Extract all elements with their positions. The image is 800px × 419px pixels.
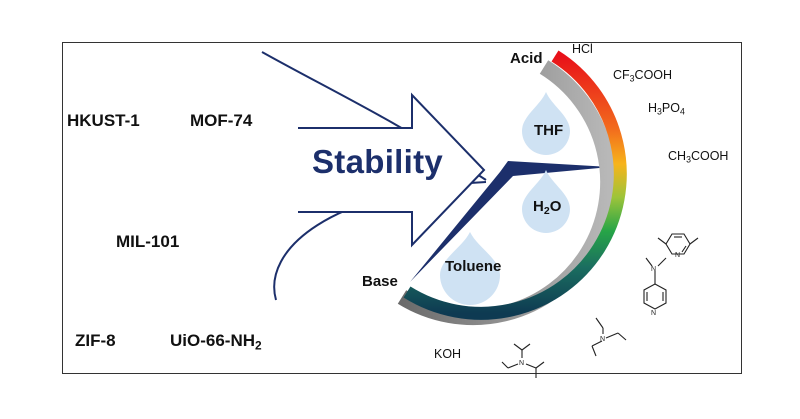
- mof-74: MOF-74: [190, 111, 253, 130]
- thf-droplet: [522, 92, 570, 155]
- water-label: H2O: [533, 198, 562, 218]
- toluene-label: Toluene: [445, 258, 502, 275]
- h3po4-label: H3PO4: [648, 101, 685, 117]
- lutidine-structure: [657, 233, 699, 255]
- dipea-structure: [501, 343, 545, 378]
- stability-arrow: [298, 92, 486, 248]
- tfa-label: CF3COOH: [613, 68, 673, 84]
- koh-label: KOH: [434, 347, 462, 361]
- dipea-n-label: N: [519, 360, 524, 367]
- mof-zif-8: ZIF-8: [75, 331, 116, 350]
- mof-mil-101: MIL-101: [116, 232, 180, 251]
- water-droplet: [522, 170, 570, 233]
- acid-label: Acid: [510, 50, 543, 67]
- dmap-structure: [643, 257, 667, 310]
- uio-subscript: 2: [255, 338, 262, 353]
- triethylamine-structure: [591, 317, 627, 357]
- thf-label: THF: [534, 122, 564, 139]
- toluene-droplet: [440, 232, 500, 305]
- uio-main-text: UiO-66-NH: [170, 331, 256, 350]
- mof-hkust-1: HKUST-1: [67, 111, 140, 130]
- ph-arc: [403, 50, 627, 320]
- stability-title: Stability: [312, 143, 444, 180]
- acetic-acid-label: CH3COOH: [668, 149, 729, 165]
- lutidine-n-label: N: [675, 252, 680, 259]
- dmap-n-amine-label: N: [651, 266, 656, 273]
- mof-uio-66-nh2: UiO-66-NH2: [170, 331, 262, 353]
- base-label: Base: [362, 273, 398, 290]
- dmap-n-pyridine-label: N: [651, 310, 656, 317]
- hcl-label: HCl: [572, 42, 593, 56]
- figure-frame: [62, 42, 742, 374]
- triethylamine-n-label: N: [600, 336, 605, 343]
